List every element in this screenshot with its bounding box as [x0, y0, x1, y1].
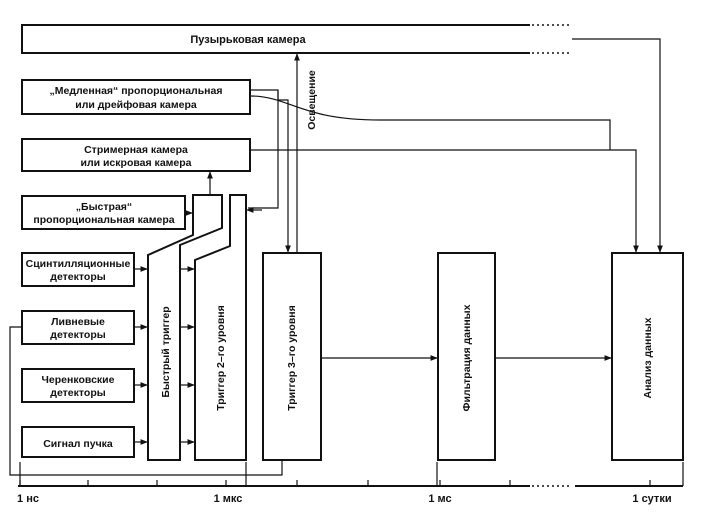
beam-signal-label: Сигнал пучка [43, 438, 113, 450]
streamer-to-analysis-line [250, 149, 639, 253]
time-label-us: 1 мкс [214, 493, 243, 505]
fast-chamber-label-2: пропорциональная камера [33, 214, 174, 226]
time-label-ms: 1 мс [428, 493, 451, 505]
data-filtering-block: Фильтрация данных [437, 252, 496, 461]
time-label-day: 1 сутки [632, 493, 671, 505]
trigger3-label: Триггер 3–го уровня [286, 305, 298, 411]
trigger2-label: Триггер 2–го уровня [215, 305, 227, 411]
cherenkov-label-2: детекторы [50, 387, 105, 399]
trigger2-block: Триггер 2–го уровня [194, 194, 247, 461]
scintillation-label-1: Сцинтилляционные [26, 258, 131, 270]
streamer-chamber-label-1: Стримерная камера [84, 144, 188, 156]
time-label-ns: 1 нс [17, 493, 39, 505]
slow-chamber-box: „Медленная“ пропорциональная или дрейфов… [21, 79, 251, 115]
scintillation-label-2: детекторы [50, 271, 105, 283]
scintillation-detectors-box: Сцинтилляционные детекторы [21, 252, 135, 287]
illumination-label: Освещение [306, 70, 318, 130]
fast-trigger-label: Быстрый триггер [160, 306, 172, 397]
bubble-chamber-box: Пузырьковая камера [21, 24, 530, 54]
fast-to-trigger2-arrows [180, 266, 195, 445]
slow-to-analysis-line [249, 95, 611, 150]
time-axis: 1 нс 1 мкс 1 мс 1 сутки [17, 462, 684, 505]
beam-signal-box: Сигнал пучка [21, 426, 135, 458]
streamer-chamber-box: Стримерная камера или искровая камера [21, 138, 251, 172]
data-analysis-label: Анализ данных [642, 317, 654, 398]
streamer-chamber-label-2: или искровая камера [80, 157, 191, 169]
slow-chamber-label-2: или дрейфовая камера [75, 99, 197, 111]
detector-to-fast-trigger-arrows [134, 210, 193, 445]
trigger2-feedback-line [248, 90, 279, 209]
slow-chamber-to-trigger3-line [250, 89, 291, 253]
slow-chamber-label-1: „Медленная“ пропорциональная [50, 85, 223, 97]
bubble-chamber-label: Пузырьковая камера [190, 34, 306, 46]
fast-trigger-block: Быстрый триггер [147, 194, 223, 461]
fast-chamber-label-1: „Быстрая“ [76, 201, 132, 213]
shower-detectors-box: Ливневые детекторы [21, 310, 135, 345]
data-analysis-block: Анализ данных [611, 252, 684, 461]
bubble-chamber-continuation [532, 24, 572, 54]
shower-label-2: детекторы [50, 329, 105, 341]
shower-loop-line [9, 326, 283, 476]
bubble-to-analysis-line [572, 38, 663, 253]
trigger3-block: Триггер 3–го уровня [262, 252, 322, 461]
fast-chamber-box: „Быстрая“ пропорциональная камера [21, 195, 186, 230]
data-filtering-label: Фильтрация данных [461, 304, 473, 411]
cherenkov-label-1: Черенковские [42, 374, 115, 386]
cherenkov-detectors-box: Черенковские детекторы [21, 368, 135, 403]
shower-label-1: Ливневые [51, 316, 105, 328]
